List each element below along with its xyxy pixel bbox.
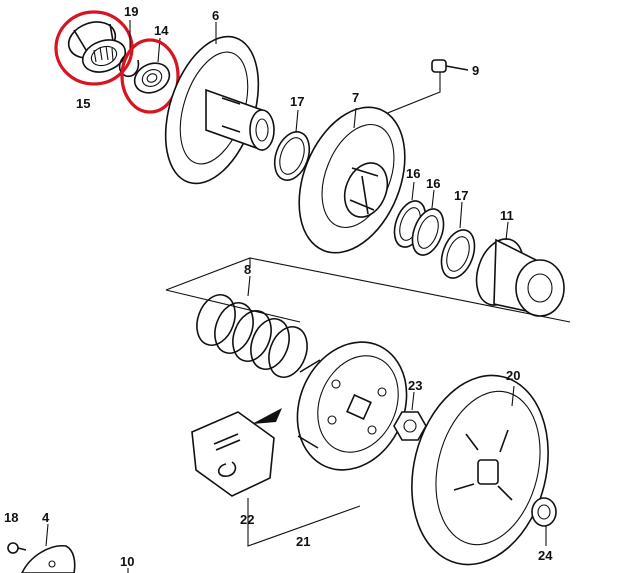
callout-14: 14 <box>154 23 169 38</box>
part-18-screw <box>7 542 27 554</box>
callout-16-a: 16 <box>406 166 420 181</box>
part-16-seal-b <box>411 189 445 256</box>
callout-9: 9 <box>472 63 479 78</box>
callout-6: 6 <box>212 8 219 23</box>
callout-21: 21 <box>296 534 310 549</box>
callout-18: 18 <box>4 510 18 525</box>
spring-group-bracket <box>165 257 571 323</box>
part-21-clutch-shoe <box>296 341 408 471</box>
callout-23: 23 <box>408 378 422 393</box>
callout-17-upper: 17 <box>290 94 304 109</box>
part-19-circlip <box>118 20 140 78</box>
part-7-movable-drive-face <box>298 106 406 254</box>
part-24-nut <box>531 497 557 546</box>
callout-22: 22 <box>240 512 254 527</box>
callout-10: 10 <box>120 554 134 569</box>
part-6-drive-face <box>164 22 275 185</box>
part-8-spring <box>196 275 308 378</box>
part-21-22-leader <box>247 498 361 547</box>
part-11-collar <box>475 221 565 317</box>
part-9-bolt <box>369 59 469 121</box>
callout-16-b: 16 <box>426 176 440 191</box>
part-4-cover <box>21 523 76 573</box>
callout-7: 7 <box>352 90 359 105</box>
part-17-oring-lower <box>440 201 476 279</box>
part-20-clutch-housing <box>411 374 549 566</box>
callout-24: 24 <box>538 548 553 563</box>
part-15-needle-bearing <box>67 21 127 73</box>
callout-labels: 15 19 14 6 9 17 7 16 16 17 11 8 23 20 22… <box>4 4 553 569</box>
part-14-ball-bearing <box>133 37 171 94</box>
part-17-oring-upper <box>273 109 311 181</box>
part-22-detail-box <box>191 411 275 497</box>
callout-4: 4 <box>42 510 50 525</box>
highlight-circle-14 <box>120 38 180 114</box>
callout-11: 11 <box>500 208 514 223</box>
callout-20: 20 <box>506 368 520 383</box>
pointer-arrow <box>252 408 282 424</box>
callout-15: 15 <box>76 96 90 111</box>
callout-8: 8 <box>244 262 251 277</box>
callout-19: 19 <box>124 4 138 19</box>
callout-17-lower: 17 <box>454 188 468 203</box>
